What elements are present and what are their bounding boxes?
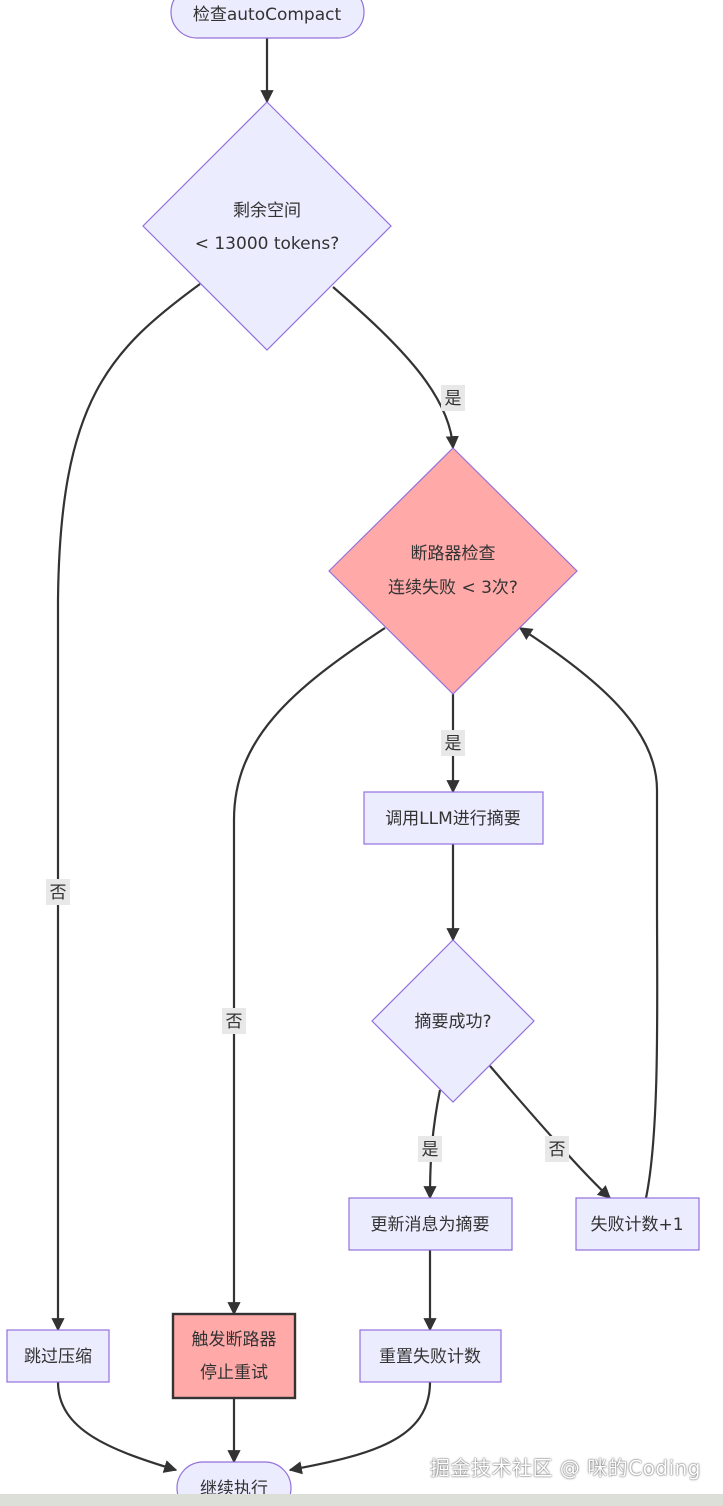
edge-labels: 是 否 是 否 是 否 <box>46 385 569 1162</box>
node-reset-fail-count: 重置失败计数 <box>359 1329 502 1383</box>
svg-text:更新消息为摘要: 更新消息为摘要 <box>371 1215 490 1235</box>
svg-text:是: 是 <box>445 734 462 754</box>
edge-label-remaining-no: 否 <box>46 879 70 905</box>
svg-text:调用LLM进行摘要: 调用LLM进行摘要 <box>385 809 521 829</box>
svg-text:连续失败 < 3次?: 连续失败 < 3次? <box>388 578 518 598</box>
node-circuit-check: 断路器检查 连续失败 < 3次? <box>328 447 578 695</box>
edge-label-remaining-yes: 是 <box>441 385 465 411</box>
edge-success-to-fail <box>489 1065 611 1199</box>
svg-text:否: 否 <box>226 1012 243 1032</box>
node-skip-compress: 跳过压缩 <box>6 1329 110 1383</box>
svg-text:重置失败计数: 重置失败计数 <box>379 1347 481 1367</box>
node-update-messages: 更新消息为摘要 <box>348 1197 513 1251</box>
svg-text:是: 是 <box>445 389 462 409</box>
edge-remaining-to-skip <box>51 283 201 1332</box>
edge-label-circuit-yes: 是 <box>441 730 465 756</box>
node-trigger-breaker: 触发断路器 停止重试 <box>171 1312 297 1400</box>
edges <box>51 38 659 1475</box>
svg-text:触发断路器: 触发断路器 <box>192 1330 277 1350</box>
edge-reset-to-continue <box>288 1381 432 1475</box>
svg-text:检查autoCompact: 检查autoCompact <box>193 5 342 25</box>
edge-circuit-to-breaker <box>227 627 386 1316</box>
edge-label-success-yes: 是 <box>418 1136 442 1162</box>
svg-text:断路器检查: 断路器检查 <box>411 544 496 564</box>
edge-label-success-no: 否 <box>545 1136 569 1162</box>
watermark: 掘金技术社区 @ 咪的Coding <box>429 1456 701 1480</box>
edge-fail-to-circuit <box>518 627 659 1199</box>
svg-text:< 13000 tokens?: < 13000 tokens? <box>195 234 340 254</box>
svg-text:剩余空间: 剩余空间 <box>233 201 301 221</box>
bottom-bar <box>0 1494 723 1506</box>
edge-label-circuit-no: 否 <box>222 1008 246 1034</box>
edge-skip-to-continue <box>56 1381 178 1473</box>
svg-text:摘要成功?: 摘要成功? <box>414 1012 491 1032</box>
svg-text:是: 是 <box>422 1140 439 1160</box>
edge-remaining-to-circuit <box>332 286 459 450</box>
svg-text:跳过压缩: 跳过压缩 <box>24 1347 92 1367</box>
node-call-llm: 调用LLM进行摘要 <box>363 791 544 845</box>
node-summary-success: 摘要成功? <box>371 939 535 1103</box>
svg-text:停止重试: 停止重试 <box>200 1363 268 1383</box>
node-check-auto-compact: 检查autoCompact <box>170 0 365 39</box>
svg-text:失败计数+1: 失败计数+1 <box>590 1215 683 1235</box>
svg-text:否: 否 <box>549 1140 566 1160</box>
node-remaining-space: 剩余空间 < 13000 tokens? <box>142 101 392 351</box>
svg-text:否: 否 <box>50 883 67 903</box>
node-fail-count: 失败计数+1 <box>575 1197 700 1251</box>
